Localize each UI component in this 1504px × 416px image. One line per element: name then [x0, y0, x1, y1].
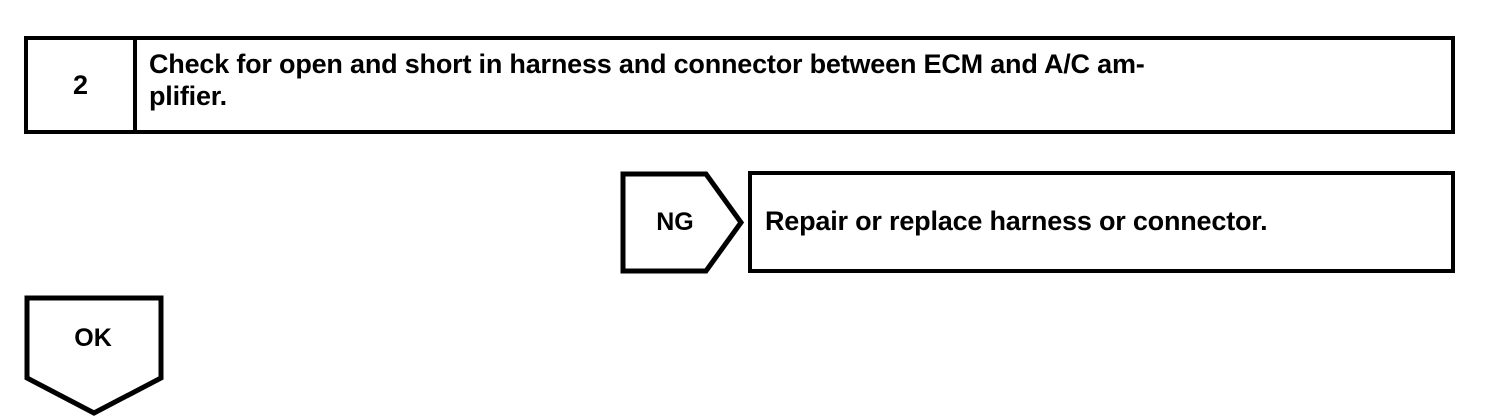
step-instruction-cell: Check for open and short in harness and …: [137, 40, 1451, 130]
ng-branch-arrow: [620, 171, 744, 274]
step-instruction-text: Check for open and short in harness and …: [149, 49, 1145, 111]
ok-branch-arrow: [24, 295, 164, 416]
step-row: 2 Check for open and short in harness an…: [24, 36, 1455, 134]
ng-result-text: Repair or replace harness or connector.: [765, 206, 1268, 237]
step-number: 2: [72, 69, 89, 100]
ng-result-box: Repair or replace harness or connector.: [748, 171, 1455, 273]
step-number-cell: 2: [28, 40, 137, 130]
